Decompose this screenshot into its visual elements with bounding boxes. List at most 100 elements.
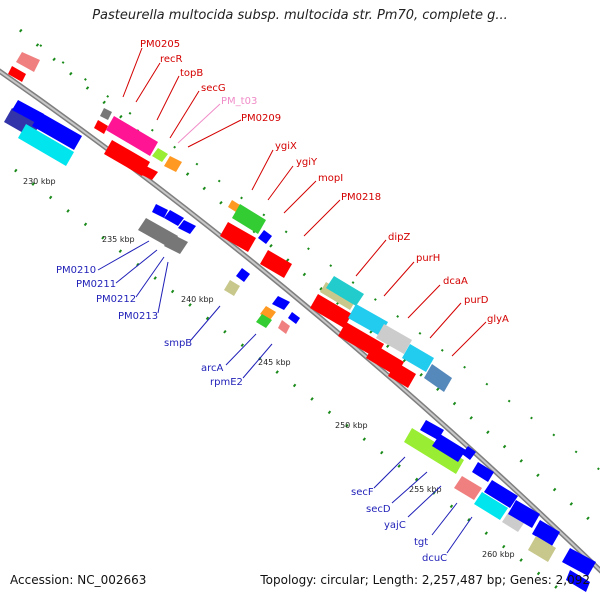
gene-arrow [562,548,596,576]
gene-arrow [288,312,300,324]
leader-line [251,149,274,191]
gene-label-secF: secF [351,487,374,498]
gene-arrow [388,362,416,388]
gene-arrow [104,140,150,176]
leader-line [97,240,150,271]
leader-line [373,456,406,489]
gene-arrow [326,276,364,306]
gene-arrow [260,250,292,278]
gene-label-ygiX: ygiX [275,141,297,152]
gene-arrow [528,536,556,562]
gene-arrow [164,156,182,172]
gene-arrow [508,500,540,528]
gene-arrow [376,324,412,354]
gene-arrow [224,280,240,296]
gene-label-PM0211: PM0211 [76,279,116,290]
gene-arrow [164,234,188,254]
leader-line [407,284,441,319]
gene-arrow [532,520,560,546]
gene-arrow [16,52,40,72]
topology-text: Topology: circular; Length: 2,257,487 bp… [260,573,590,587]
gene-arrow [232,204,266,234]
gene-arrow [420,420,444,440]
leader-line [177,103,221,144]
tick-label: 240 kbp [181,295,214,304]
gene-arrow [152,148,168,162]
reverse-track [4,100,596,592]
gene-label-mopI: mopI [318,173,343,184]
gene-arrow [220,222,256,252]
accession-text: Accession: NC_002663 [10,573,147,587]
gene-arrow [152,204,168,218]
tick-guide-mid [39,44,600,471]
gene-label-purD: purD [464,295,489,306]
gene-arrow [454,476,482,500]
gene-arrow [402,344,434,372]
gene-arrow [432,434,466,462]
forward-track [8,52,452,392]
leader-line [115,249,158,284]
tick-label: 245 kbp [258,358,291,367]
tick-label: 260 kbp [482,550,515,559]
gene-arrow [272,296,290,310]
gene-arrow [8,66,26,82]
leader-line [303,199,341,237]
leader-line [383,261,415,297]
leader-line [157,261,169,314]
gene-label-recR: recR [160,54,183,65]
gene-label-rpmE2: rpmE2 [210,377,243,388]
gene-arrow [100,108,112,120]
gene-arrow [106,116,158,156]
gene-label-dipZ: dipZ [388,232,410,243]
gene-label-PM0209: PM0209 [241,113,281,124]
gene-label-PM0213: PM0213 [118,311,158,322]
gene-arrow [310,294,352,328]
gene-label-ygiY: ygiY [296,157,318,168]
leader-line [169,90,200,139]
gene-label-glyA: glyA [487,314,509,325]
gene-label-purH: purH [416,253,440,264]
gene-label-dcuC: dcuC [422,553,447,564]
tick-guide-outer [19,28,591,522]
gene-arrow [236,268,250,282]
tick-label: 250 kbp [335,421,368,430]
scale-ticks: 230 kbp 235 kbp 240 kbp 245 kbp 250 kbp … [23,177,515,559]
gene-arrow [566,570,590,592]
tick-label: 230 kbp [23,177,56,186]
leader-line [283,180,317,214]
gene-label-secG: secG [201,83,226,94]
gene-arrow [462,446,476,460]
gene-arrow [502,510,526,532]
gene-label-yajC: yajC [384,520,406,531]
forward-labels: PM0205 recR topB secG PM_t03 PM0209 ygiX… [122,39,509,357]
tick-label: 255 kbp [409,485,442,494]
leader-line [122,47,143,98]
gene-label-topB: topB [180,68,203,79]
leader-line [135,256,165,298]
gene-arrow [424,364,452,392]
gene-arrow [278,320,290,334]
gene-arrow [228,200,240,212]
gene-label-tgt: tgt [414,537,428,548]
leader-line [135,62,161,103]
leader-line [391,471,428,504]
gene-arrow [260,306,276,320]
gene-arrow [484,480,518,508]
gene-arrow [12,100,44,124]
reverse-labels: PM0210 PM0211 PM0212 PM0213 smpB arcA rp… [56,240,473,564]
gene-arrow [258,230,272,244]
leader-line [190,305,221,341]
gene-label-PM0205: PM0205 [140,39,180,50]
gene-label-PM0210: PM0210 [56,265,96,276]
gene-label-secD: secD [366,504,391,515]
leader-line [431,502,458,536]
leader-line [407,485,442,518]
gene-label-arcA: arcA [201,363,224,374]
gene-arrow [18,124,74,166]
leader-line [225,333,257,366]
gene-arrow [404,428,464,474]
gene-arrow [140,166,158,180]
leader-line [429,302,462,339]
leader-line [451,321,487,357]
